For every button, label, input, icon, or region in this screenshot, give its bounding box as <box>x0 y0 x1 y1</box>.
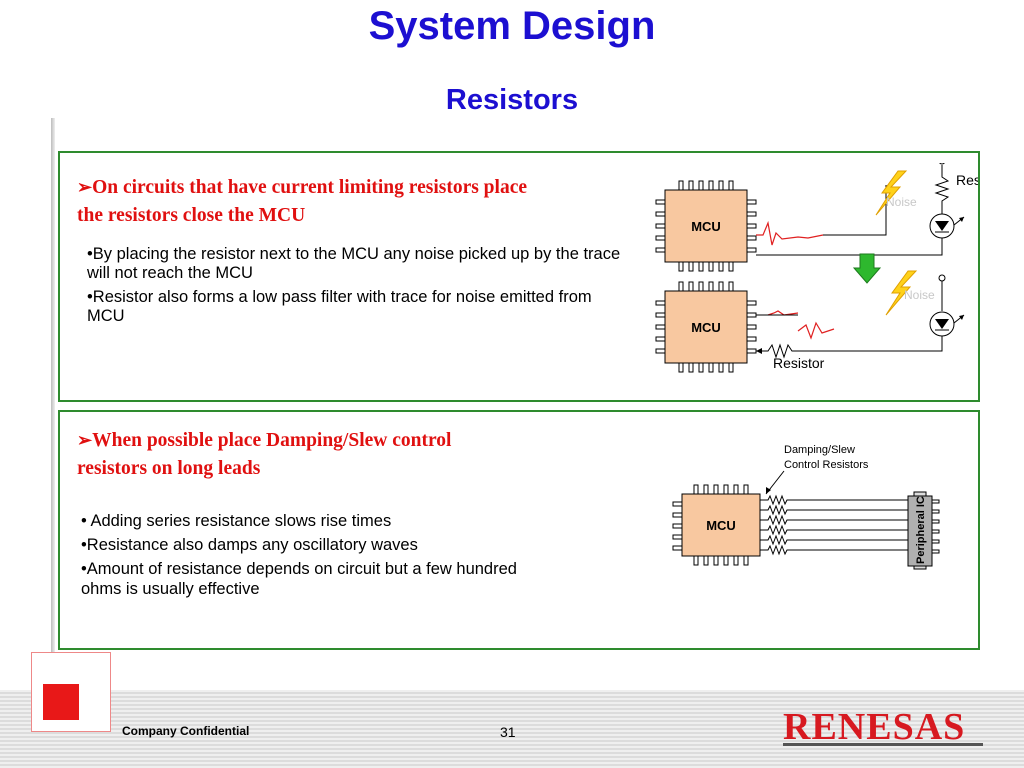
left-divider <box>51 118 55 663</box>
resistor-lines <box>760 494 908 556</box>
resistor-label-top: Resistor <box>956 172 978 188</box>
mcu-label: MCU <box>691 320 721 335</box>
peripheral-ic: Peripheral IC <box>907 491 940 570</box>
arrow-bullet-icon: ➢ <box>77 177 93 197</box>
section2-heading-line2: resistors on long leads <box>77 458 261 479</box>
bullet-item: •By placing the resistor next to the MCU… <box>87 245 621 282</box>
section2-bullets: • Adding series resistance slows rise ti… <box>81 511 541 603</box>
bullet-item: •Resistance also damps any oscillatory w… <box>81 536 418 554</box>
section1-bullets: •By placing the resistor next to the MCU… <box>87 245 627 331</box>
section2-heading: ➢When possible place Damping/Slew contro… <box>77 426 537 483</box>
bullet-item: • Adding series resistance slows rise ti… <box>81 512 392 530</box>
callout-line1: Damping/Slew <box>784 444 855 456</box>
callout-line2: Control Resistors <box>784 459 869 471</box>
section1-heading-line1: On circuits that have current limiting r… <box>92 177 528 198</box>
brand-logo: RENESAS <box>783 706 966 748</box>
down-arrow-icon <box>852 253 882 284</box>
footer-band <box>0 690 1024 768</box>
bullet-item: •Resistor also forms a low pass filter w… <box>87 288 592 325</box>
damping-resistor-panel: ➢When possible place Damping/Slew contro… <box>58 410 980 650</box>
arrow-bullet-icon: ➢ <box>77 430 93 450</box>
resistor-placement-panel: ➢On circuits that have current limiting … <box>58 151 980 402</box>
confidential-label: Company Confidential <box>122 724 250 738</box>
slide-logo-square <box>43 684 79 720</box>
peripheral-label: Peripheral IC <box>915 496 927 564</box>
mcu-chip-top: MCU <box>655 180 757 272</box>
mcu-chip-bottom: MCU <box>655 281 757 373</box>
mcu-label: MCU <box>706 518 736 533</box>
damping-resistor-diagram: Damping/Slew Control Resistors MCU <box>672 444 940 570</box>
page-number: 31 <box>500 724 516 740</box>
resistor-noise-diagram: MCU Resistor Noise MCU <box>655 163 978 373</box>
section2-heading-line1: When possible place Damping/Slew control <box>92 430 452 451</box>
section1-heading-line2: the resistors close the MCU <box>77 205 306 226</box>
mcu-label: MCU <box>691 219 721 234</box>
resistor-label-bottom: Resistor <box>773 355 825 371</box>
slide-subtitle: Resistors <box>445 84 579 116</box>
mcu-chip: MCU <box>672 484 761 566</box>
bullet-item: •Amount of resistance depends on circuit… <box>81 560 517 598</box>
noise-label-bottom: Noise <box>904 288 935 302</box>
slide-title: System Design <box>368 4 656 48</box>
noise-label-top: Noise <box>886 195 917 209</box>
brand-underline <box>783 743 983 746</box>
section1-heading: ➢On circuits that have current limiting … <box>77 173 637 230</box>
